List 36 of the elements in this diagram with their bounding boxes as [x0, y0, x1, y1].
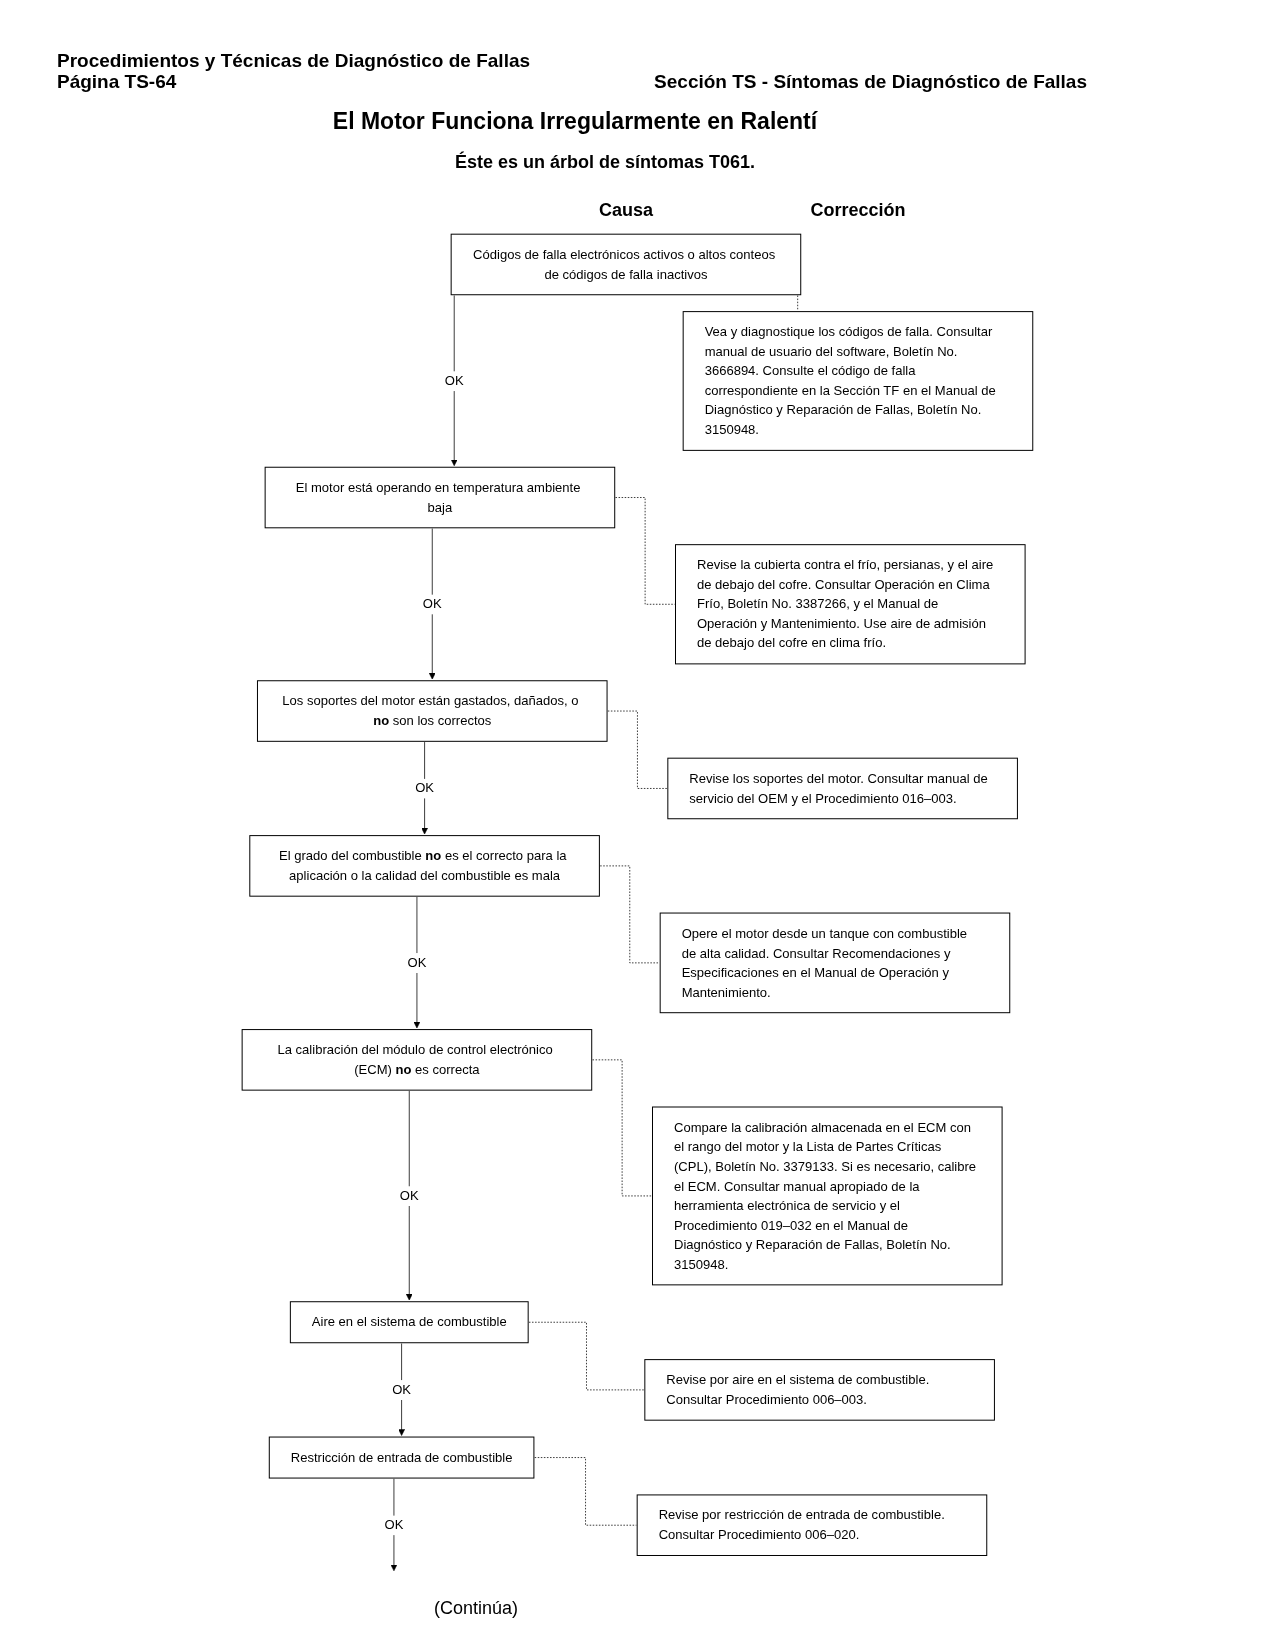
- correction-box: Vea y diagnostique los códigos de falla. Consultar manual de usuario del software, Boletín No. 3666894. Consulte el código de falla correspondiente en la Sección TF en el Manual de Diagnóstico y Reparación de Fallas, Boletín No. 3150948.: [682, 311, 1034, 451]
- edge-label: OK: [384, 1515, 404, 1535]
- correction-box: Revise los soportes del motor. Consultar manual de servicio del OEM y el Procedimiento 016–003.: [667, 757, 1018, 820]
- continuation-note: (Continúa): [433, 1597, 518, 1619]
- dotted-line: [528, 1321, 645, 1391]
- correction-box: Revise por aire en el sistema de combustible. Consultar Procedimiento 006–003.: [644, 1359, 995, 1421]
- column-heading: Corrección: [810, 200, 906, 221]
- page-header: Procedimientos y Técnicas de Diagnóstico de Fallas: [57, 50, 531, 71]
- edge-label: OK: [399, 1186, 419, 1206]
- cause-box: Restricción de entrada de combustible: [268, 1436, 535, 1479]
- correction-box: Revise la cubierta contra el frío, persianas, y el aire de debajo del cofre. Consultar Operación en Clima Frío, Boletín No. 3387266, y el Manual de Operación y Mantenimiento. Use aire de admisión de debajo del cofre en clima frío.: [675, 544, 1026, 665]
- dotted-line: [607, 710, 668, 789]
- correction-box: Revise por restricción de entrada de combustible. Consultar Procedimiento 006–020.: [636, 1494, 988, 1556]
- correction-box: Compare la calibración almacenada en el ECM con el rango del motor y la Lista de Partes Críticas (CPL), Boletín No. 3379133. Si es necesario, calibre el ECM. Consultar manual apropiado de la herramienta electrónica de servicio y el Procedimiento 019–032 en el Manual de Diagnóstico y Reparación de Fallas, Boletín No. 3150948.: [652, 1106, 1003, 1286]
- cause-box: El motor está operando en temperatura ambiente baja: [264, 466, 616, 529]
- dotted-line: [615, 497, 676, 605]
- edge-label: OK: [392, 1380, 412, 1400]
- dotted-line: [534, 1457, 637, 1526]
- cause-box: Aire en el sistema de combustible: [289, 1301, 529, 1344]
- correction-box: Opere el motor desde un tanque con combustible de alta calidad. Consultar Recomendaciones y Especificaciones en el Manual de Operación y Mantenimiento.: [659, 912, 1011, 1014]
- edge-label: OK: [422, 594, 442, 615]
- dotted-line: [599, 865, 660, 964]
- cause-box: Los soportes del motor están gastados, dañados, o no son los correctos: [257, 680, 608, 742]
- edge-label: OK: [415, 778, 435, 799]
- page-number: Página TS-64: [57, 71, 177, 92]
- dotted-line: [592, 1059, 653, 1197]
- edge-label: OK: [407, 953, 427, 973]
- diagram-title: El Motor Funciona Irregularmente en Ralentí: [331, 108, 819, 135]
- edge-label: OK: [444, 371, 464, 391]
- cause-box: La calibración del módulo de control electrónico (ECM) no es correcta: [241, 1029, 593, 1091]
- subtitle: Éste es un árbol de síntomas T061.: [453, 152, 757, 173]
- dotted-line: [797, 295, 799, 312]
- cause-box: Códigos de falla electrónicos activos o altos conteos de códigos de falla inactivos: [450, 233, 802, 296]
- section-header: Sección TS - Síntomas de Diagnóstico de Fallas: [654, 71, 1087, 92]
- cause-box: El grado del combustible no es el correcto para la aplicación o la calidad del combustible es mala: [249, 835, 600, 897]
- column-heading: Causa: [598, 200, 653, 221]
